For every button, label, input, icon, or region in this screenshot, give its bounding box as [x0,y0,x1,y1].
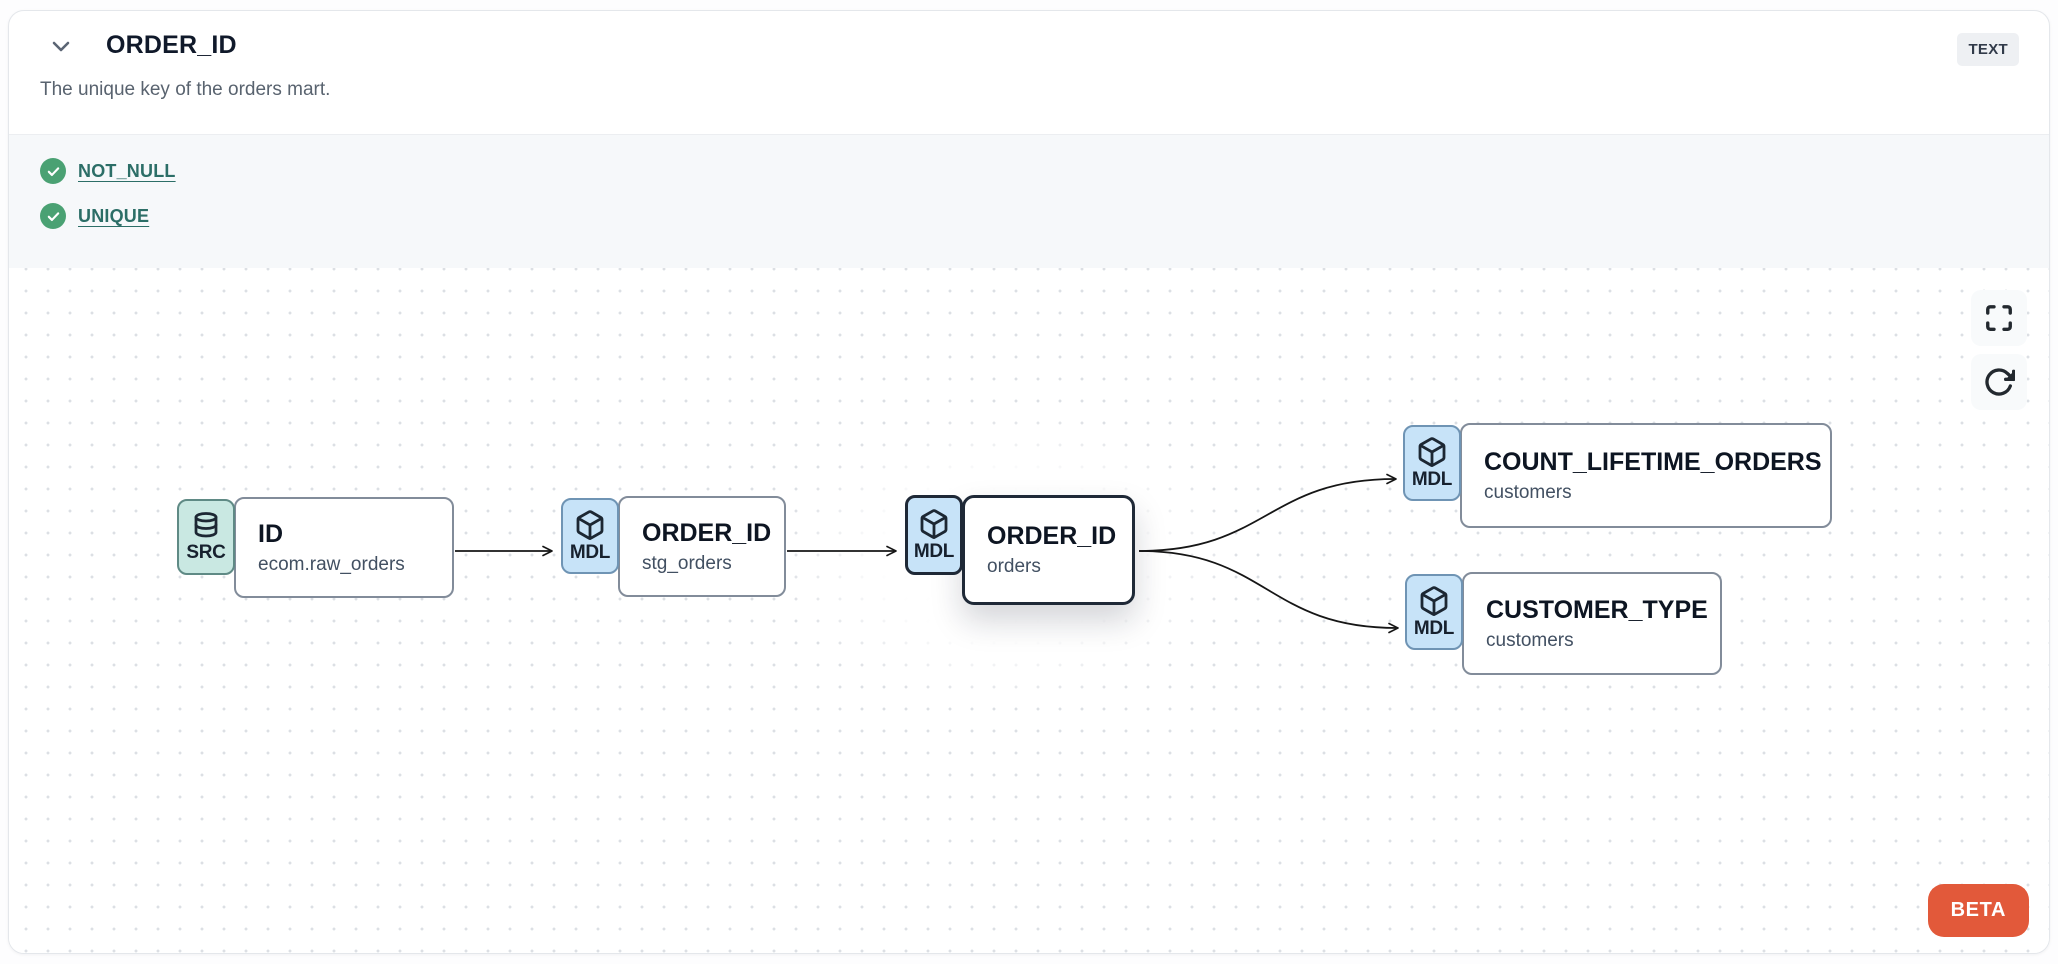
test-row: NOT_NULL [40,158,2049,184]
cube-icon [1418,585,1450,617]
beta-badge: BETA [1927,884,2029,937]
node-kind-tile: MDL [1405,574,1463,650]
lineage-edge [1138,473,1397,552]
lineage-edges [455,473,1399,634]
tests-section: NOT_NULL UNIQUE [9,134,2049,268]
database-icon [191,511,221,541]
cube-icon [574,509,606,541]
chevron-down-icon [49,34,73,58]
refresh-icon [1983,366,2015,398]
lineage-edge [1138,550,1399,634]
column-description: The unique key of the orders mart. [40,79,331,100]
fullscreen-button[interactable] [1971,290,2027,346]
node-title: ID [258,519,283,548]
cube-icon [918,508,950,540]
fullscreen-icon [1984,303,2014,333]
node-subtitle: customers [1484,481,1572,503]
node-kind-tile: MDL [561,498,619,574]
node-body: ID ecom.raw_orders [234,497,454,598]
node-kind-tile: SRC [177,499,235,575]
test-link-not-null[interactable]: NOT_NULL [78,160,176,181]
node-title: COUNT_LIFETIME_ORDERS [1484,447,1822,476]
canvas-controls [1971,290,2027,410]
node-title: CUSTOMER_TYPE [1486,595,1708,624]
node-kind-label: MDL [569,541,611,563]
lineage-node[interactable]: MDL ORDER_ID stg_orders [561,496,786,597]
node-subtitle: customers [1486,629,1574,651]
title-row: ORDER_ID TEXT [40,31,2019,66]
lineage-node[interactable]: MDL ORDER_ID orders [905,495,1135,605]
cube-icon [1416,436,1448,468]
lineage-node[interactable]: MDL CUSTOMER_TYPE customers [1405,572,1722,675]
header: ORDER_ID TEXT The unique key of the orde… [9,11,2049,134]
check-circle-icon [40,158,66,184]
node-body: ORDER_ID stg_orders [618,496,786,597]
column-details-card: ORDER_ID TEXT The unique key of the orde… [8,10,2050,954]
node-subtitle: stg_orders [642,552,732,574]
collapse-toggle-button[interactable] [49,34,73,58]
test-row: UNIQUE [40,203,2049,229]
node-kind-label: MDL [1413,617,1455,639]
node-kind-tile: MDL [905,495,963,575]
test-link-unique[interactable]: UNIQUE [78,205,150,226]
node-subtitle: orders [987,556,1041,577]
lineage-node[interactable]: SRC ID ecom.raw_orders [177,497,454,598]
node-title: ORDER_ID [987,522,1117,550]
node-body: CUSTOMER_TYPE customers [1462,572,1722,675]
node-body: COUNT_LIFETIME_ORDERS customers [1460,423,1832,528]
node-kind-label: MDL [913,540,955,562]
node-kind-label: MDL [1411,468,1453,490]
lineage-canvas[interactable]: SRC ID ecom.raw_orders MDL ORDER_ID stg_… [9,268,2049,953]
node-kind-label: SRC [186,541,226,563]
page-title: ORDER_ID [106,31,237,59]
check-circle-icon [40,203,66,229]
node-body: ORDER_ID orders [962,495,1135,605]
lineage-node[interactable]: MDL COUNT_LIFETIME_ORDERS customers [1403,423,1832,528]
column-type-badge: TEXT [1957,33,2019,66]
node-kind-tile: MDL [1403,425,1461,501]
node-title: ORDER_ID [642,518,772,547]
node-subtitle: ecom.raw_orders [258,553,405,575]
refresh-button[interactable] [1971,354,2027,410]
